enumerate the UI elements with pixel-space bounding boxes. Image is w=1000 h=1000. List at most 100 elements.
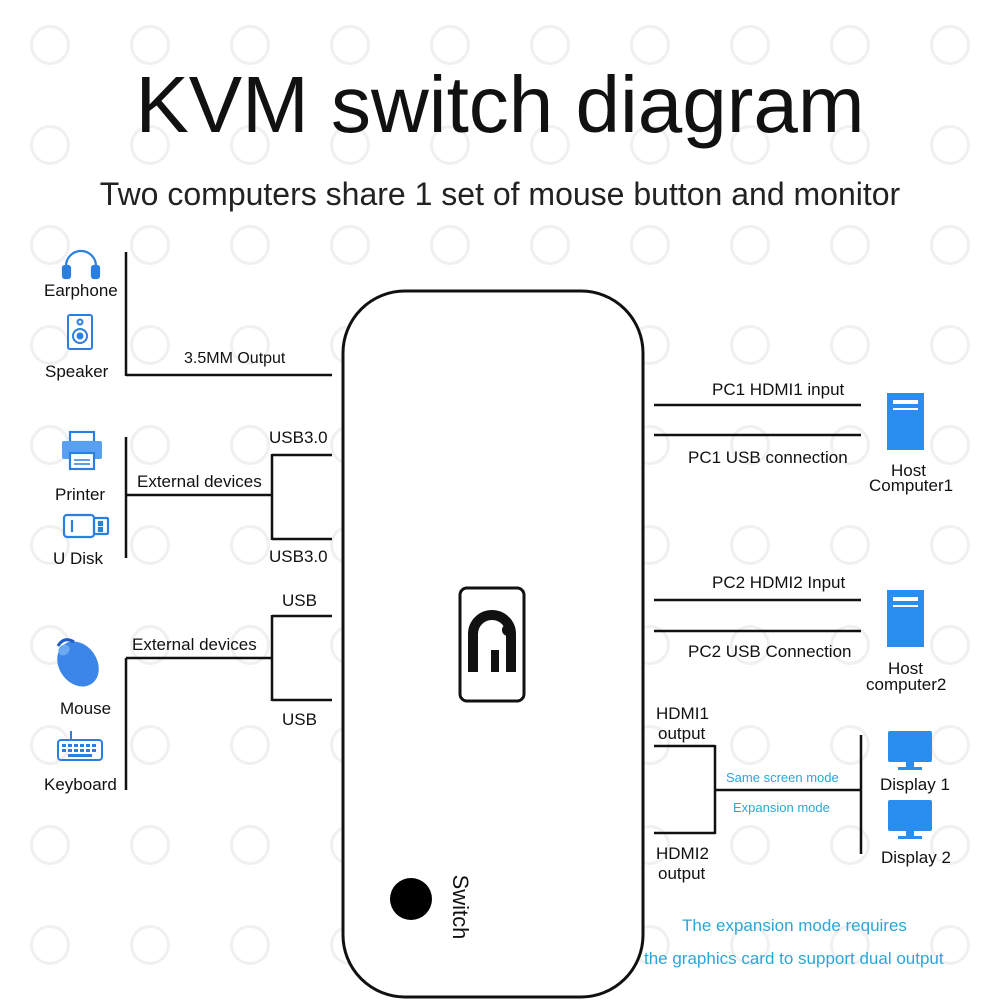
pc1-usb-label: PC1 USB connection xyxy=(688,448,848,467)
watermark-mark xyxy=(230,725,270,765)
usb-group-label: External devices xyxy=(132,635,257,654)
display2-icon xyxy=(888,800,932,839)
watermark-mark xyxy=(630,25,670,65)
host1-label-line2: Computer1 xyxy=(869,476,954,495)
watermark-mark xyxy=(930,325,970,365)
watermark-mark xyxy=(30,225,70,265)
hdmi1-output-label-line1: HDMI1 xyxy=(656,704,709,723)
expansion-mode-label: Expansion mode xyxy=(733,800,830,815)
speaker-icon xyxy=(67,314,93,350)
watermark-mark xyxy=(930,225,970,265)
watermark-mark xyxy=(730,825,770,865)
watermark-mark xyxy=(30,525,70,565)
display1-label: Display 1 xyxy=(880,775,950,794)
mouse-label: Mouse xyxy=(60,699,112,718)
watermark-mark xyxy=(130,925,170,965)
printer-icon xyxy=(62,430,102,471)
audio-output-label: 3.5MM Output xyxy=(184,350,286,367)
page-subtitle: Two computers share 1 set of mouse butto… xyxy=(99,176,901,212)
watermark-mark xyxy=(930,25,970,65)
same-screen-mode-label: Same screen mode xyxy=(726,770,839,785)
switch-button xyxy=(390,878,432,920)
page-title: KVM switch diagram xyxy=(135,60,865,149)
host-computer2-icon xyxy=(887,590,924,647)
watermark-mark xyxy=(30,125,70,165)
watermark-mark xyxy=(830,925,870,965)
earphone-label: Earphone xyxy=(44,281,118,300)
watermark-mark xyxy=(430,125,470,165)
watermark-mark xyxy=(230,625,270,665)
watermark-mark xyxy=(430,25,470,65)
switch-label: Switch xyxy=(448,874,473,940)
watermark-mark xyxy=(230,425,270,465)
watermark-mark xyxy=(530,225,570,265)
udisk-label: U Disk xyxy=(53,549,104,568)
watermark-mark xyxy=(730,925,770,965)
watermark-mark xyxy=(630,225,670,265)
watermark-mark xyxy=(130,525,170,565)
hdmi2-output-label-line1: HDMI2 xyxy=(656,844,709,863)
watermark-mark xyxy=(230,825,270,865)
watermark-mark xyxy=(230,225,270,265)
watermark-mark xyxy=(530,25,570,65)
watermark-mark xyxy=(730,225,770,265)
display1-icon xyxy=(888,731,932,770)
watermark-mark xyxy=(930,425,970,465)
watermark-mark xyxy=(230,325,270,365)
mouse-icon xyxy=(56,638,99,687)
watermark-mark xyxy=(830,125,870,165)
watermark-mark xyxy=(330,225,370,265)
watermark-mark xyxy=(430,225,470,265)
hdmi2-output-label-line2: output xyxy=(658,864,706,883)
expansion-note-line1: The expansion mode requires xyxy=(682,916,907,935)
watermark-mark xyxy=(830,425,870,465)
watermark-mark xyxy=(930,825,970,865)
watermark-mark xyxy=(230,925,270,965)
usb-top-label: USB xyxy=(282,591,317,610)
watermark-mark xyxy=(830,325,870,365)
watermark-mark xyxy=(830,25,870,65)
host2-label-line1: Host xyxy=(888,659,923,678)
usb-disk-icon xyxy=(62,513,110,539)
usb3-top-label: USB3.0 xyxy=(269,428,328,447)
watermark-mark xyxy=(230,25,270,65)
watermark-mark xyxy=(830,625,870,665)
watermark-mark xyxy=(30,825,70,865)
watermark-mark xyxy=(930,625,970,665)
host1-label-line1: Host xyxy=(891,461,926,480)
hdmi1-output-label-line2: output xyxy=(658,724,706,743)
usb3-group-label: External devices xyxy=(137,472,262,491)
watermark-mark xyxy=(830,825,870,865)
watermark-mark xyxy=(930,125,970,165)
usb-bottom-label: USB xyxy=(282,710,317,729)
host-computer1-icon xyxy=(887,393,924,450)
watermark-mark xyxy=(30,925,70,965)
expansion-note-line2: the graphics card to support dual output xyxy=(644,949,944,968)
watermark-mark xyxy=(130,225,170,265)
watermark-mark xyxy=(730,25,770,65)
watermark-mark xyxy=(830,225,870,265)
watermark-mark xyxy=(130,825,170,865)
watermark-mark xyxy=(530,125,570,165)
pc2-usb-label: PC2 USB Connection xyxy=(688,642,852,661)
watermark-mark xyxy=(730,725,770,765)
watermark-mark xyxy=(730,425,770,465)
keyboard-label: Keyboard xyxy=(44,775,117,794)
watermark-mark xyxy=(130,25,170,65)
pc2-hdmi-label: PC2 HDMI2 Input xyxy=(712,573,846,592)
watermark-mark xyxy=(330,25,370,65)
watermark-mark xyxy=(130,325,170,365)
watermark-mark xyxy=(30,25,70,65)
earphone-icon xyxy=(61,249,101,280)
keyboard-icon xyxy=(57,731,103,761)
watermark-mark xyxy=(930,525,970,565)
printer-label: Printer xyxy=(55,485,106,504)
host2-label-line2: computer2 xyxy=(866,675,947,694)
watermark-mark xyxy=(730,525,770,565)
pc1-hdmi-label: PC1 HDMI1 input xyxy=(712,380,845,399)
watermark-mark xyxy=(230,125,270,165)
watermark-mark xyxy=(130,425,170,465)
watermark-mark xyxy=(630,125,670,165)
